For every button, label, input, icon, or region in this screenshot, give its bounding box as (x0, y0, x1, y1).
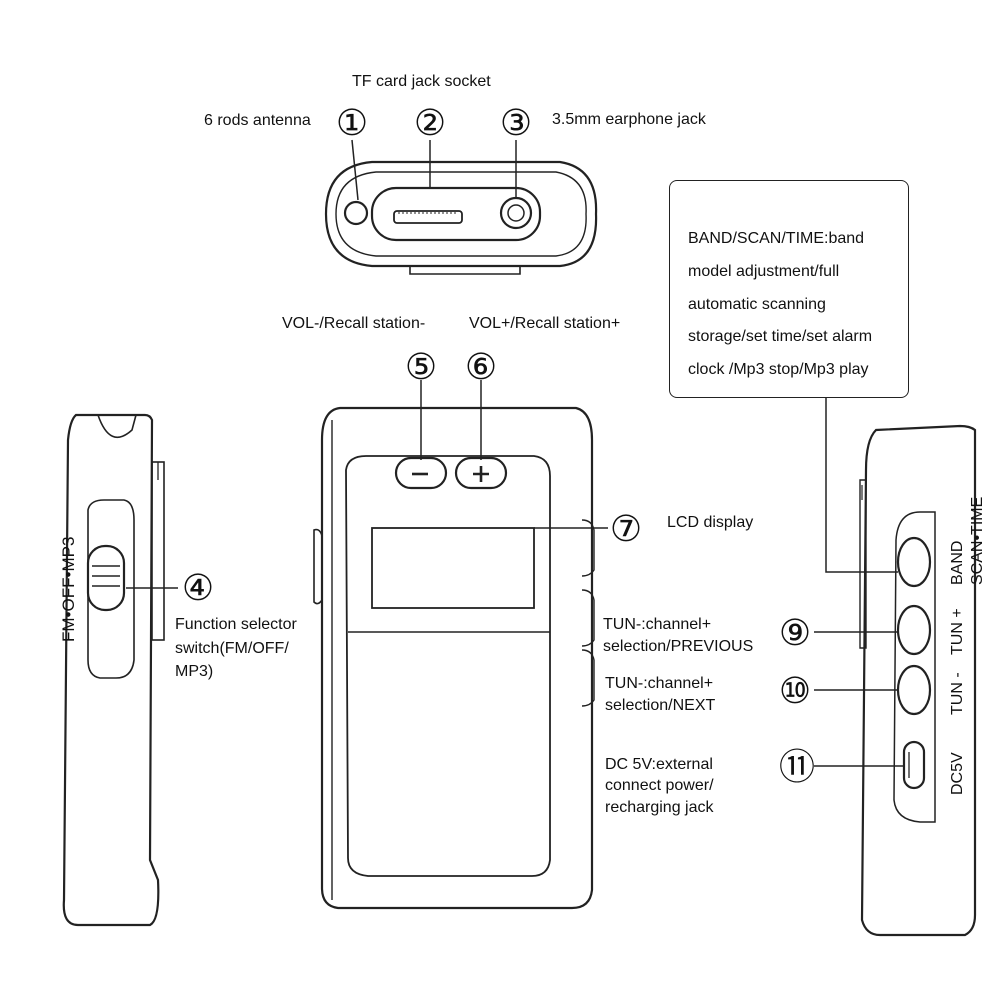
marker-11: ⑪ (779, 747, 815, 788)
dc5v-label-line-1: DC 5V:external (605, 756, 713, 773)
tun-plus-key-label: TUN + (949, 608, 966, 655)
band-scan-time-line-5: clock /Mp3 stop/Mp3 play (688, 361, 869, 378)
marker-3: ③ (500, 103, 532, 144)
marker-9: ⑨ (779, 613, 811, 654)
scan-time-key-label: SCAN•TIME (969, 497, 986, 585)
right-side-view (814, 398, 977, 937)
front-view (313, 380, 608, 910)
vol-minus-label: VOL-/Recall station- (282, 315, 426, 332)
function-switch-label-line-1: Function selector (175, 616, 297, 633)
lcd-display-label: LCD display (667, 514, 754, 531)
vol-plus-label: VOL+/Recall station+ (469, 315, 621, 332)
band-scan-time-callout (669, 180, 909, 398)
function-switch-label-line-3: MP3) (175, 663, 214, 680)
marker-5: ⑤ (405, 347, 437, 388)
marker-10: ⑩ (779, 671, 811, 712)
dc5v-label-line-2: connect power/ (605, 777, 714, 794)
tun-minus-key-label: TUN - (949, 672, 966, 715)
marker-4: ④ (182, 568, 214, 609)
left-side-view (62, 413, 178, 927)
tun-next-label-line-2: selection/NEXT (605, 697, 716, 714)
band-scan-time-line-3: automatic scanning (688, 296, 826, 313)
top-view (324, 139, 598, 275)
dc5v-port-label: DC5V (949, 752, 966, 795)
tun-next-label-line-1: TUN-:channel+ (605, 675, 714, 692)
switch-mode-label: FM•OFF•MP3 (59, 537, 78, 642)
marker-6: ⑥ (465, 347, 497, 388)
marker-7: ⑦ (610, 509, 642, 550)
dc5v-label-line-3: recharging jack (605, 799, 714, 816)
tf-card-socket-label: TF card jack socket (352, 73, 491, 90)
band-key-label: BAND (949, 541, 966, 585)
tun-previous-label-line-2: selection/PREVIOUS (603, 638, 754, 655)
antenna-label: 6 rods antenna (204, 112, 311, 129)
earphone-jack-label: 3.5mm earphone jack (552, 111, 706, 128)
band-scan-time-line-2: model adjustment/full (688, 263, 840, 280)
marker-1: ① (336, 103, 368, 144)
band-scan-time-line-1: BAND/SCAN/TIME:band (688, 230, 865, 247)
tun-previous-label-line-1: TUN-:channel+ (603, 616, 712, 633)
marker-2: ② (414, 103, 446, 144)
function-switch-label-line-2: switch(FM/OFF/ (175, 640, 289, 657)
band-scan-time-line-4: storage/set time/set alarm (688, 328, 873, 345)
